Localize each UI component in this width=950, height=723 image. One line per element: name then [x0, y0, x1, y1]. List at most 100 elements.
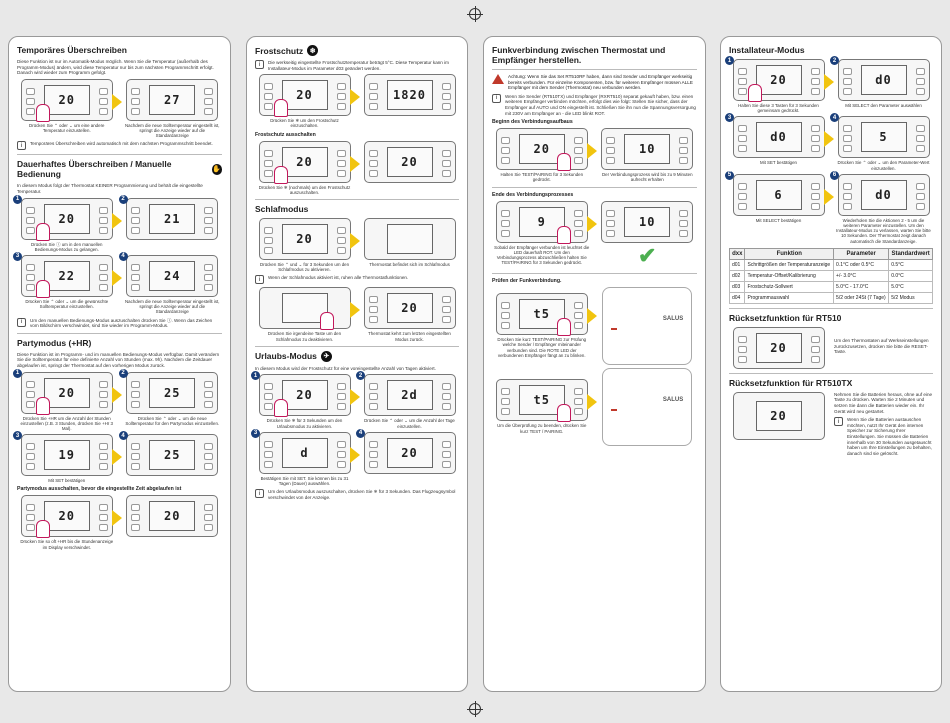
lcd-display: 20: [386, 146, 433, 177]
hand-icon: [35, 520, 50, 539]
figure: 20 Drücken Sie ⌃ oder ⌄ um eine andere T…: [17, 78, 122, 133]
caption: Drücken Sie ⌃ oder ⌄ um eine andere Temp…: [29, 122, 105, 133]
lcd-display: 20: [755, 332, 802, 363]
caption: Nachdem die neue Solltemperatur eingeste…: [125, 122, 220, 139]
table-header: Standardwert: [888, 247, 933, 260]
caption: Bestätigen Sie mit SET. Sie können bis z…: [260, 475, 349, 487]
table-cell: 0.0°C: [888, 269, 933, 282]
hand-icon: [556, 225, 571, 244]
lcd-display: 19: [43, 440, 90, 471]
led-indicator: [611, 408, 618, 411]
caption: Drücken Sie ⓘ um in den manuellen Bedien…: [30, 241, 103, 252]
section-title-party: Partymodus (+HR): [17, 337, 92, 348]
info-text: Wenn der Schlafmodus aktiviert ist, ruhe…: [268, 275, 409, 281]
table-cell: 5.0°C: [888, 280, 933, 293]
hand-icon: [556, 404, 571, 423]
registration-mark-bottom: [467, 701, 483, 717]
caption: Wiederholen Sie die Aktionen 2 - 5 um di…: [836, 217, 931, 244]
hand-icon: [556, 153, 571, 172]
table-header: Funktion: [744, 247, 835, 260]
section-title-reset-rt510tx: Rücksetzfunktion für RT510TX: [729, 377, 853, 388]
lcd-display: 20: [281, 380, 328, 411]
lcd-display: 20: [43, 84, 90, 115]
hand-icon: [556, 318, 571, 337]
table-cell: +/- 3.0°C: [833, 269, 890, 282]
lcd-display: 5: [860, 122, 907, 153]
lcd-display: d0: [860, 179, 907, 210]
lcd-display: [386, 224, 433, 254]
table-cell: Programmauswahl: [744, 291, 835, 304]
caption: Drücken Sie irgendeine Taste um den Schl…: [267, 331, 342, 342]
caption: Drücken Sie ⌃ und ⌄ für 3 Sekunden um de…: [259, 262, 350, 273]
brand-logo: SALUS: [662, 396, 684, 403]
section-text: Diese Funktion ist im Programm- und im m…: [17, 351, 220, 368]
info-text: Um den Urlaubsmodus auszuschalten, drück…: [268, 489, 456, 500]
subheading: Frostschutz ausschalten: [255, 131, 316, 138]
caption: Halten Sie diese 3 Tasten für 3 Sekunden…: [738, 103, 819, 114]
lcd-display: 20: [281, 146, 328, 177]
caption: Der Verbindungsprozess wird bis zu 9 Min…: [601, 172, 693, 183]
hand-icon: [319, 312, 334, 331]
caption: Drücken Sie ⌃ oder ⌄ um die neue Solltem…: [125, 415, 220, 426]
caption: Drücken Sie ❄ um den Frostschutz einzusc…: [270, 118, 339, 129]
info-text: Die werkseitig eingestellte Frostschutzt…: [268, 60, 449, 71]
info-text: Um den manuellen Bedienungs-Modus auszus…: [30, 317, 213, 329]
lcd-display: 10: [624, 134, 671, 165]
lcd-display: 25: [149, 440, 196, 471]
snowflake-icon: ❄: [307, 45, 319, 56]
caption: Sobald der Empfänger verbunden ist leuch…: [494, 244, 590, 266]
lcd-display: 22: [43, 260, 90, 291]
thermostat-device: 20: [20, 78, 122, 122]
lcd-display: d: [281, 437, 328, 468]
caption: Mit SET bestätigen: [48, 478, 86, 484]
caption: Thermostat befindet sich im Schlafmodus: [369, 262, 450, 267]
arrow-icon: [111, 93, 122, 110]
section-title-temporary-override: Temporäres Überschreiben: [17, 45, 127, 55]
caption: Drücken Sie kurz TEST/PAIRING zur Prüfun…: [497, 337, 587, 358]
info-icon: i: [834, 417, 843, 427]
subheading: Beginn des Verbindungsaufbaus: [492, 119, 573, 126]
table-cell: d01: [728, 258, 746, 271]
section-text: Nehmen Sie die Batterien heraus, ohne au…: [834, 391, 933, 414]
lcd-display: 20: [755, 400, 802, 431]
thermostat-device: 27: [126, 78, 219, 121]
section-text: Um den Thermostaten auf Werkseinstellung…: [834, 337, 929, 355]
caption: Drücken Sie so oft +HR bis die Stundenan…: [20, 539, 114, 550]
lcd-display: 20: [43, 501, 90, 532]
caption: Thermostat kehrt zum letzten eingestellt…: [368, 331, 451, 342]
caption: Drücken Sie ⌃ oder ⌄ um die Anzahl der T…: [364, 418, 455, 429]
section-title-manual: Dauerhaftes Überschreiben / Manuelle Bed…: [17, 159, 172, 180]
caption: Drücken Sie +HR um die Anzahl der Stunde…: [20, 415, 113, 431]
lcd-display: 20: [149, 501, 196, 532]
subheading: Partymodus ausschalten, bevor die einges…: [17, 486, 182, 493]
lcd-display: 6: [755, 179, 802, 210]
registration-mark-top: [467, 6, 483, 22]
lcd-display: [281, 293, 328, 324]
info-icon: i: [255, 275, 264, 285]
section-title-sleep: Schlafmodus: [255, 204, 309, 214]
info-text: Wenn Sie die Batterien austauschen möcht…: [847, 417, 932, 456]
lcd-display: 20: [43, 203, 90, 234]
section-text: In diesem Modus wird der Frostschutz für…: [255, 365, 436, 371]
subheading: Prüfen der Funkverbindung.: [492, 277, 562, 284]
airplane-icon: ✈: [320, 350, 332, 362]
lcd-display: 20: [518, 134, 565, 165]
info-icon: i: [255, 489, 264, 499]
caption: Mit SET bestätigen: [759, 160, 797, 166]
hand-icon: [273, 99, 288, 118]
table-cell: d03: [728, 280, 746, 293]
hand-icon: [273, 165, 288, 184]
info-icon: i: [492, 93, 501, 103]
lcd-display: 27: [149, 84, 196, 115]
table-cell: Temperatur-Offset/Kalibrierung: [744, 269, 835, 282]
lcd-display: 25: [149, 377, 196, 408]
info-icon: i: [17, 141, 26, 151]
table-cell: 5.0°C - 17.0°C: [833, 280, 890, 293]
receiver-device: SALUS: [602, 367, 693, 446]
lcd-display: 20: [281, 224, 328, 254]
